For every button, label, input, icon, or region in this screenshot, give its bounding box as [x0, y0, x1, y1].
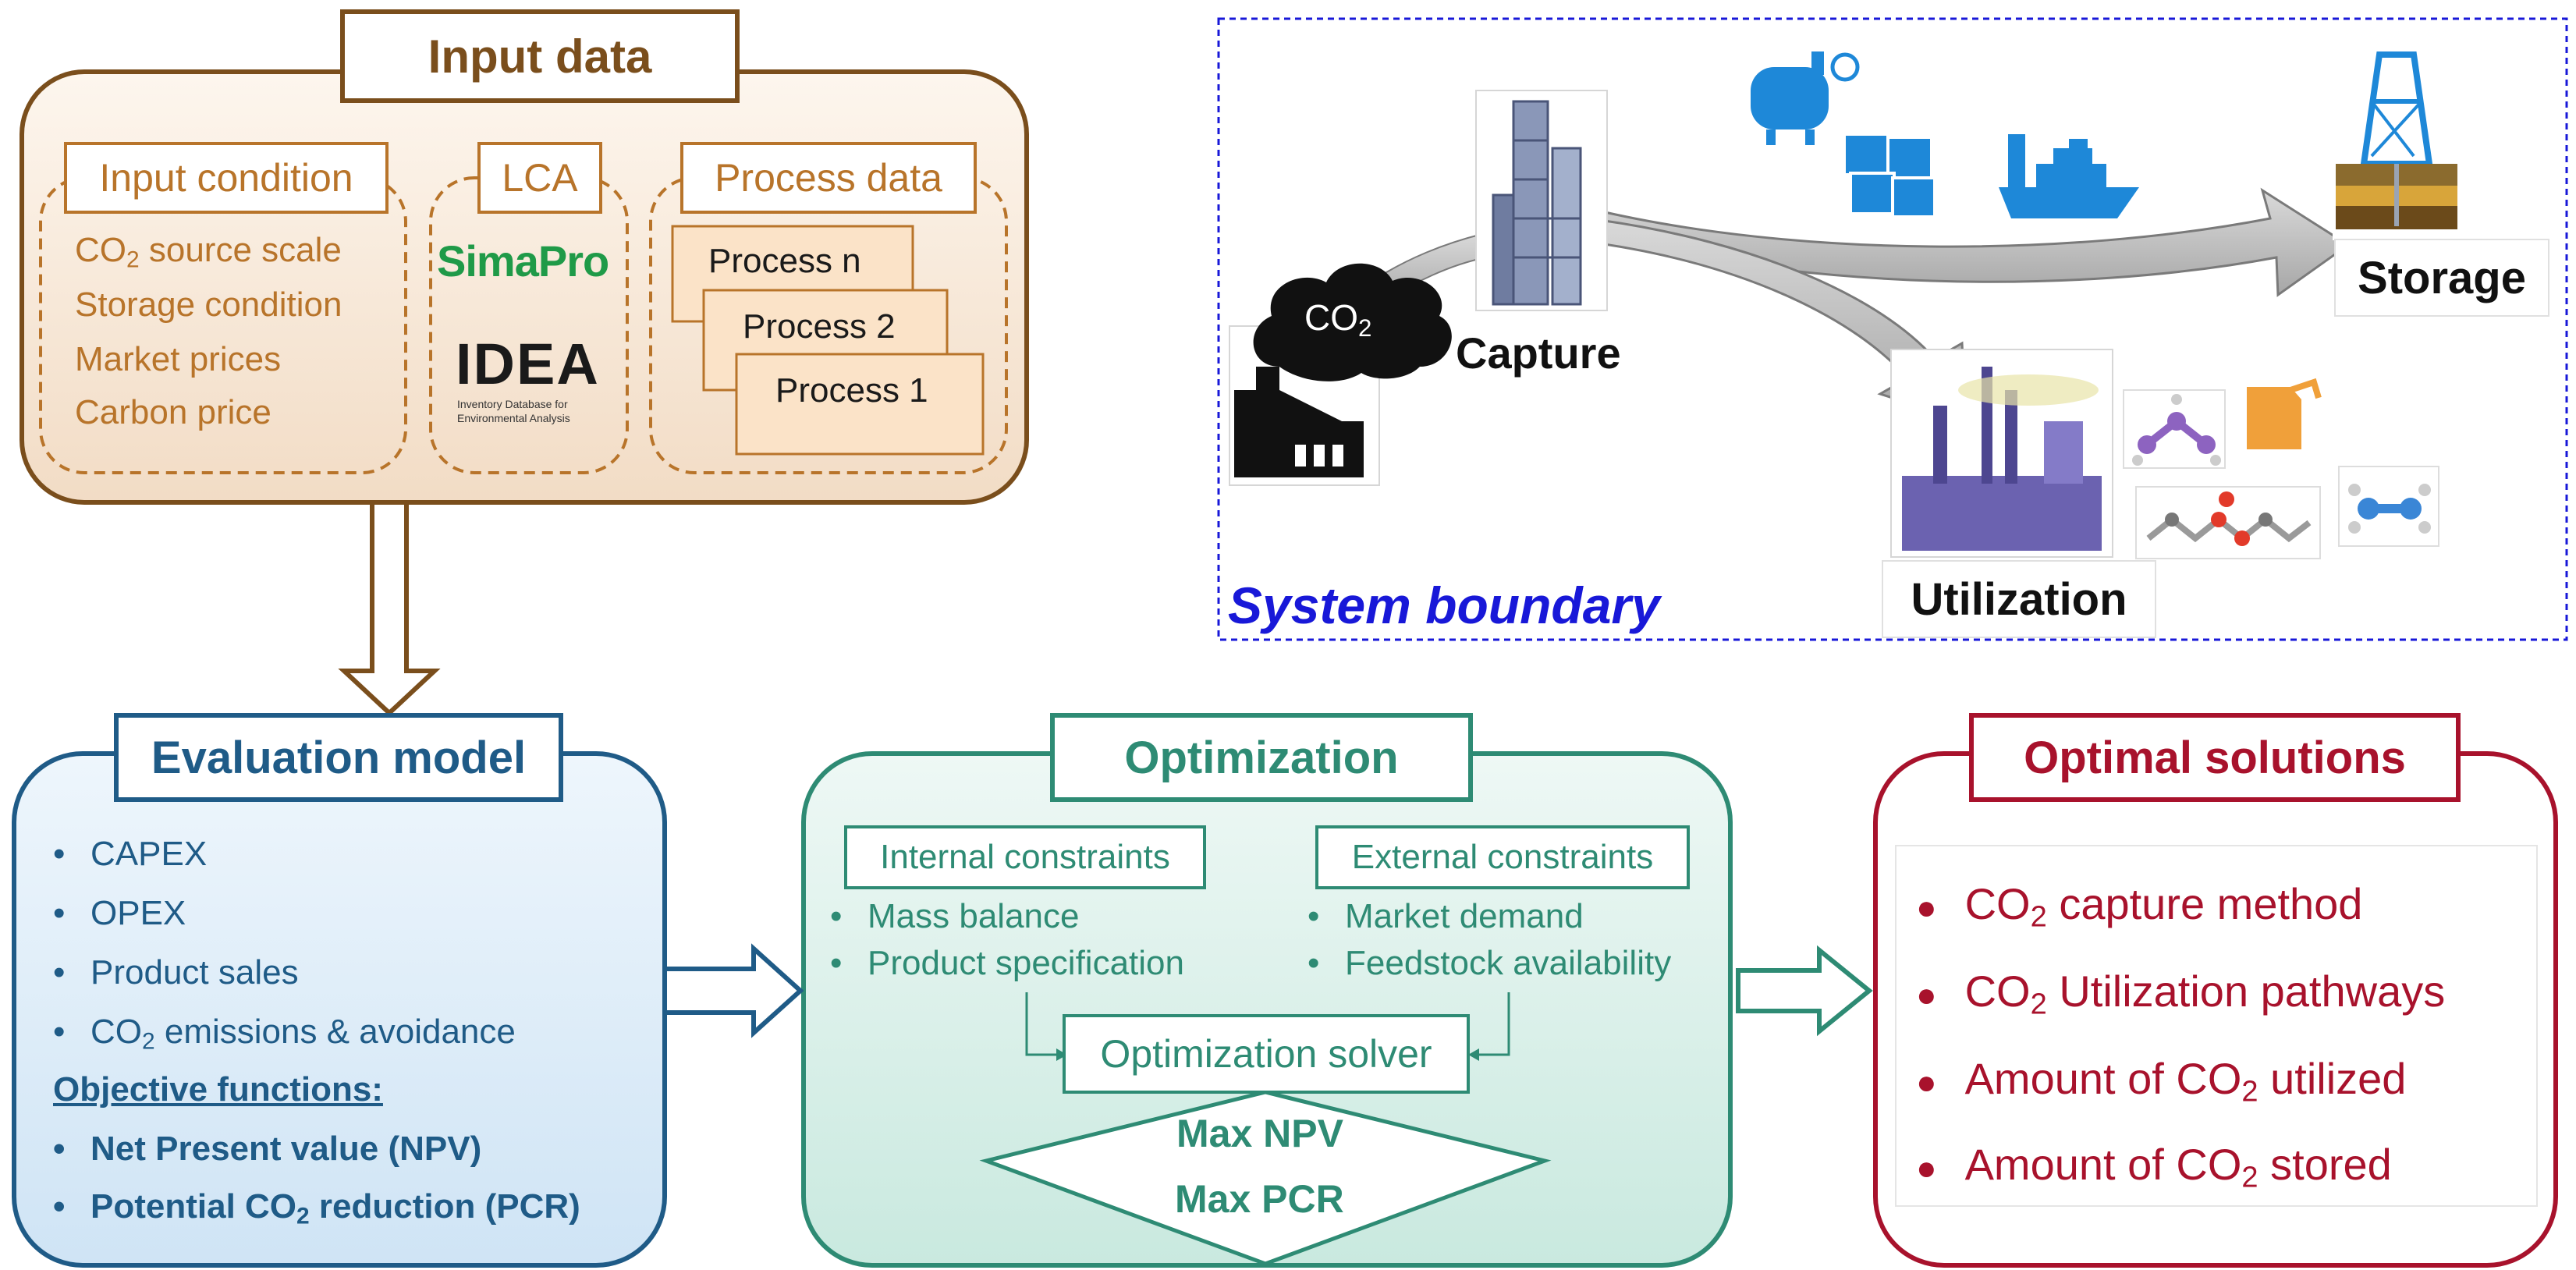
simapro-logo: SimaPro: [437, 236, 609, 286]
process-card-1-label: Process 1: [775, 371, 928, 410]
capture-label: Capture: [1456, 328, 1621, 378]
objective-diamond: [979, 1090, 1552, 1266]
utilization-refinery-image: [1890, 349, 2113, 558]
process-card-n-label: Process n: [708, 242, 861, 280]
eval-item-co2-emissions: CO2 emissions & avoidance: [53, 1013, 516, 1055]
input-item-storage-condition: Storage condition: [75, 286, 342, 324]
idea-logo-sub2: Environmental Analysis: [457, 412, 570, 424]
co2-cloud: [1253, 263, 1452, 381]
eval-objective-pcr: Potential CO2 reduction (PCR): [53, 1187, 580, 1229]
idea-logo-sub1: Inventory Database for: [457, 398, 568, 410]
external-constraints-label: External constraints: [1315, 825, 1690, 889]
optimization-title: Optimization: [1050, 713, 1473, 802]
input-item-market-prices: Market prices: [75, 340, 282, 378]
internal-constraints-label: Internal constraints: [844, 825, 1206, 889]
eval-item-capex: CAPEX: [53, 835, 207, 874]
optimal-item-amount-stored: ●Amount of CO2 stored: [1916, 1140, 2392, 1194]
process-card-2-label: Process 2: [743, 307, 896, 346]
optimal-item-amount-utilized: ●Amount of CO2 utilized: [1916, 1054, 2407, 1109]
connector-external: [1479, 992, 1510, 1056]
system-boundary-label: System boundary: [1228, 576, 1660, 634]
molecule-carbonate-image: [2135, 486, 2321, 559]
molecule-ethylene-image: [2338, 466, 2439, 547]
storage-label: Storage: [2334, 239, 2549, 317]
objective-max-pcr: Max PCR: [1175, 1177, 1344, 1221]
optimal-item-utilization-pathways: ●CO2 Utilization pathways: [1916, 967, 2446, 1021]
optimization-solver-label: Optimization solver: [1063, 1014, 1470, 1094]
optimal-inner-box: [1895, 845, 2538, 1207]
utilization-label: Utilization: [1882, 560, 2156, 638]
storage-well-image: [2333, 44, 2461, 240]
capture-column-image: [1475, 90, 1608, 311]
objective-functions-heading: Objective functions:: [53, 1070, 383, 1109]
input-item-carbon-price: Carbon price: [75, 393, 271, 431]
internal-item-mass-balance: Mass balance: [830, 897, 1080, 936]
molecule-propene-image: [2123, 389, 2226, 469]
idea-logo: IDEA: [456, 332, 600, 396]
co2-cloud-label: CO2: [1304, 297, 1372, 342]
ship-icon-image: [1999, 134, 2139, 218]
fuel-can-image: [2247, 378, 2322, 449]
process-data-label: Process data: [680, 142, 977, 214]
compressor-icon-image: [1751, 51, 1860, 145]
containers-icon-image: [1843, 133, 1936, 218]
internal-item-product-spec: Product specification: [830, 944, 1184, 983]
down-arrow: [338, 500, 441, 717]
evaluation-model-title: Evaluation model: [114, 713, 563, 802]
process-card-1: [735, 353, 985, 456]
optimal-solutions-title: Optimal solutions: [1969, 713, 2461, 802]
input-condition-group: [39, 176, 407, 474]
input-data-title: Input data: [340, 9, 740, 103]
input-item-co2-source: CO2 source scale: [75, 231, 342, 273]
arrow-eval-to-opt: [662, 943, 804, 1038]
eval-item-opex: OPEX: [53, 894, 186, 933]
connector-internal: [1025, 992, 1056, 1056]
arrow-opt-to-optimal: [1736, 945, 1873, 1037]
optimal-item-capture-method: ●CO2 capture method: [1916, 879, 2363, 934]
objective-max-npv: Max NPV: [1176, 1112, 1343, 1155]
eval-item-product-sales: Product sales: [53, 953, 299, 992]
external-item-market-demand: Market demand: [1308, 897, 1584, 936]
eval-objective-npv: Net Present value (NPV): [53, 1130, 481, 1169]
external-item-feedstock: Feedstock availability: [1308, 944, 1671, 983]
input-condition-label: Input condition: [64, 142, 389, 214]
lca-label: LCA: [477, 142, 602, 214]
system-boundary-box: [1217, 17, 2568, 641]
